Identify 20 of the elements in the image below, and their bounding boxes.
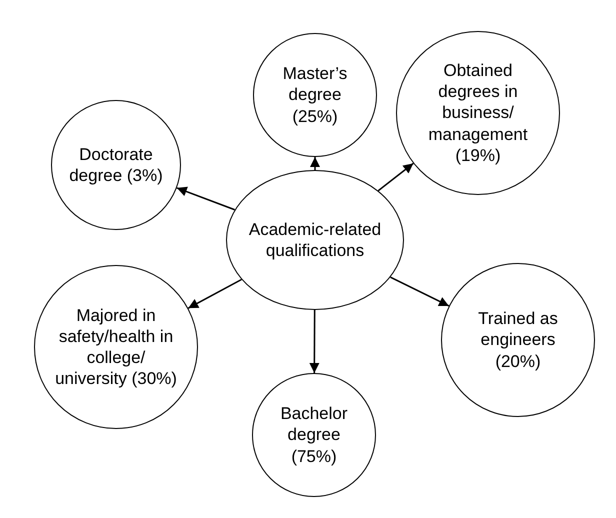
node-label: Academic-related qualifications xyxy=(248,218,382,262)
arrow xyxy=(176,186,235,210)
category-circle xyxy=(253,33,377,157)
category-circle xyxy=(252,373,376,497)
arrow xyxy=(309,310,320,373)
category-circle xyxy=(396,31,560,195)
arrow xyxy=(378,162,414,192)
arrow xyxy=(188,278,242,309)
arrow xyxy=(390,276,450,307)
node-label: Doctorate degree (3%) xyxy=(68,144,164,186)
node-label: Trained as engineers (20%) xyxy=(477,308,559,372)
node-label: Obtained degrees in business/ management (19%) xyxy=(427,60,529,166)
node-label: Bachelor degree (75%) xyxy=(279,403,349,467)
category-circle xyxy=(34,265,198,429)
category-circle xyxy=(51,100,181,230)
node-label: Master’s degree (25%) xyxy=(282,63,348,127)
category-circle xyxy=(441,263,595,417)
node-label: Majored in safety/health in college/ university (30%) xyxy=(54,304,178,390)
center-ellipse xyxy=(226,170,404,310)
arrow xyxy=(310,157,320,170)
